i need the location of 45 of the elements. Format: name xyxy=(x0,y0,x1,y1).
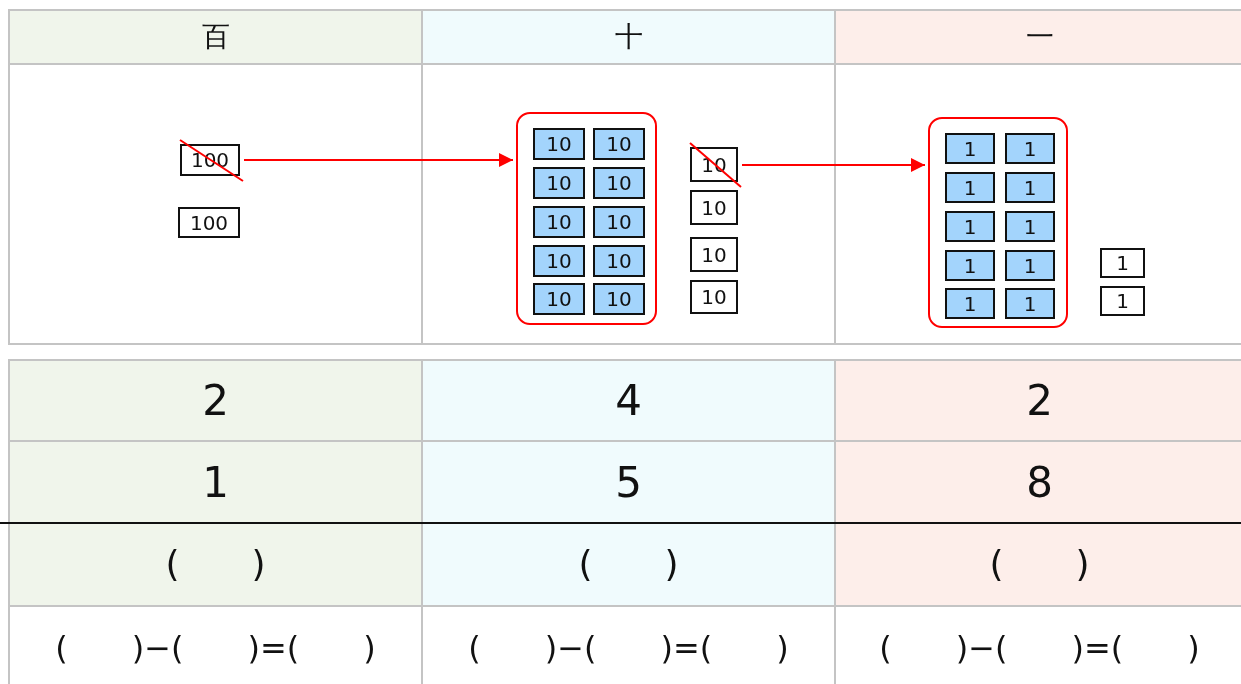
number-card: 10 xyxy=(593,128,645,160)
column-header: 百 xyxy=(201,19,230,55)
number-card: 1 xyxy=(1100,286,1145,316)
digit: 5 xyxy=(615,457,642,507)
number-card: 10 xyxy=(593,206,645,238)
column-header: 一 xyxy=(1025,19,1054,55)
answer-blank: ( ) xyxy=(989,542,1090,586)
number-card: 1 xyxy=(945,288,995,319)
digit: 2 xyxy=(1026,376,1053,425)
number-card: 10 xyxy=(533,128,585,160)
number-card: 1 xyxy=(945,172,995,203)
number-card: 10 xyxy=(593,167,645,199)
number-card: 10 xyxy=(593,283,645,315)
equation-blank: ( )−( )=( ) xyxy=(879,627,1200,669)
number-card: 10 xyxy=(533,245,585,277)
digit: 8 xyxy=(1026,457,1053,507)
number-card: 1 xyxy=(1005,172,1055,203)
arrow xyxy=(243,153,514,167)
group-frame xyxy=(516,112,657,325)
number-card: 10 xyxy=(533,206,585,238)
arrow xyxy=(741,158,926,172)
number-card: 1 xyxy=(945,250,995,281)
number-card: 10 xyxy=(690,280,738,314)
equation-blank: ( )−( )=( ) xyxy=(468,627,789,669)
digit: 4 xyxy=(615,376,642,425)
number-card: 1 xyxy=(1005,211,1055,242)
group-frame xyxy=(928,117,1068,328)
number-card: 1 xyxy=(1005,288,1055,319)
number-card: 1 xyxy=(945,211,995,242)
number-card: 10 xyxy=(593,245,645,277)
answer-blank: ( ) xyxy=(578,542,679,586)
number-card: 1 xyxy=(1005,250,1055,281)
digit: 1 xyxy=(202,457,229,507)
answer-blank: ( ) xyxy=(165,542,266,586)
number-card: 10 xyxy=(690,237,738,272)
number-card: 10 xyxy=(533,167,585,199)
digit: 2 xyxy=(202,376,229,425)
number-card: 100 xyxy=(178,207,240,238)
number-card: 10 xyxy=(533,283,585,315)
number-card: 1 xyxy=(1005,133,1055,164)
column-header: 十 xyxy=(614,19,643,55)
equation-blank: ( )−( )=( ) xyxy=(55,627,376,669)
number-card: 1 xyxy=(945,133,995,164)
number-card: 1 xyxy=(1100,248,1145,278)
number-card: 10 xyxy=(690,190,738,225)
